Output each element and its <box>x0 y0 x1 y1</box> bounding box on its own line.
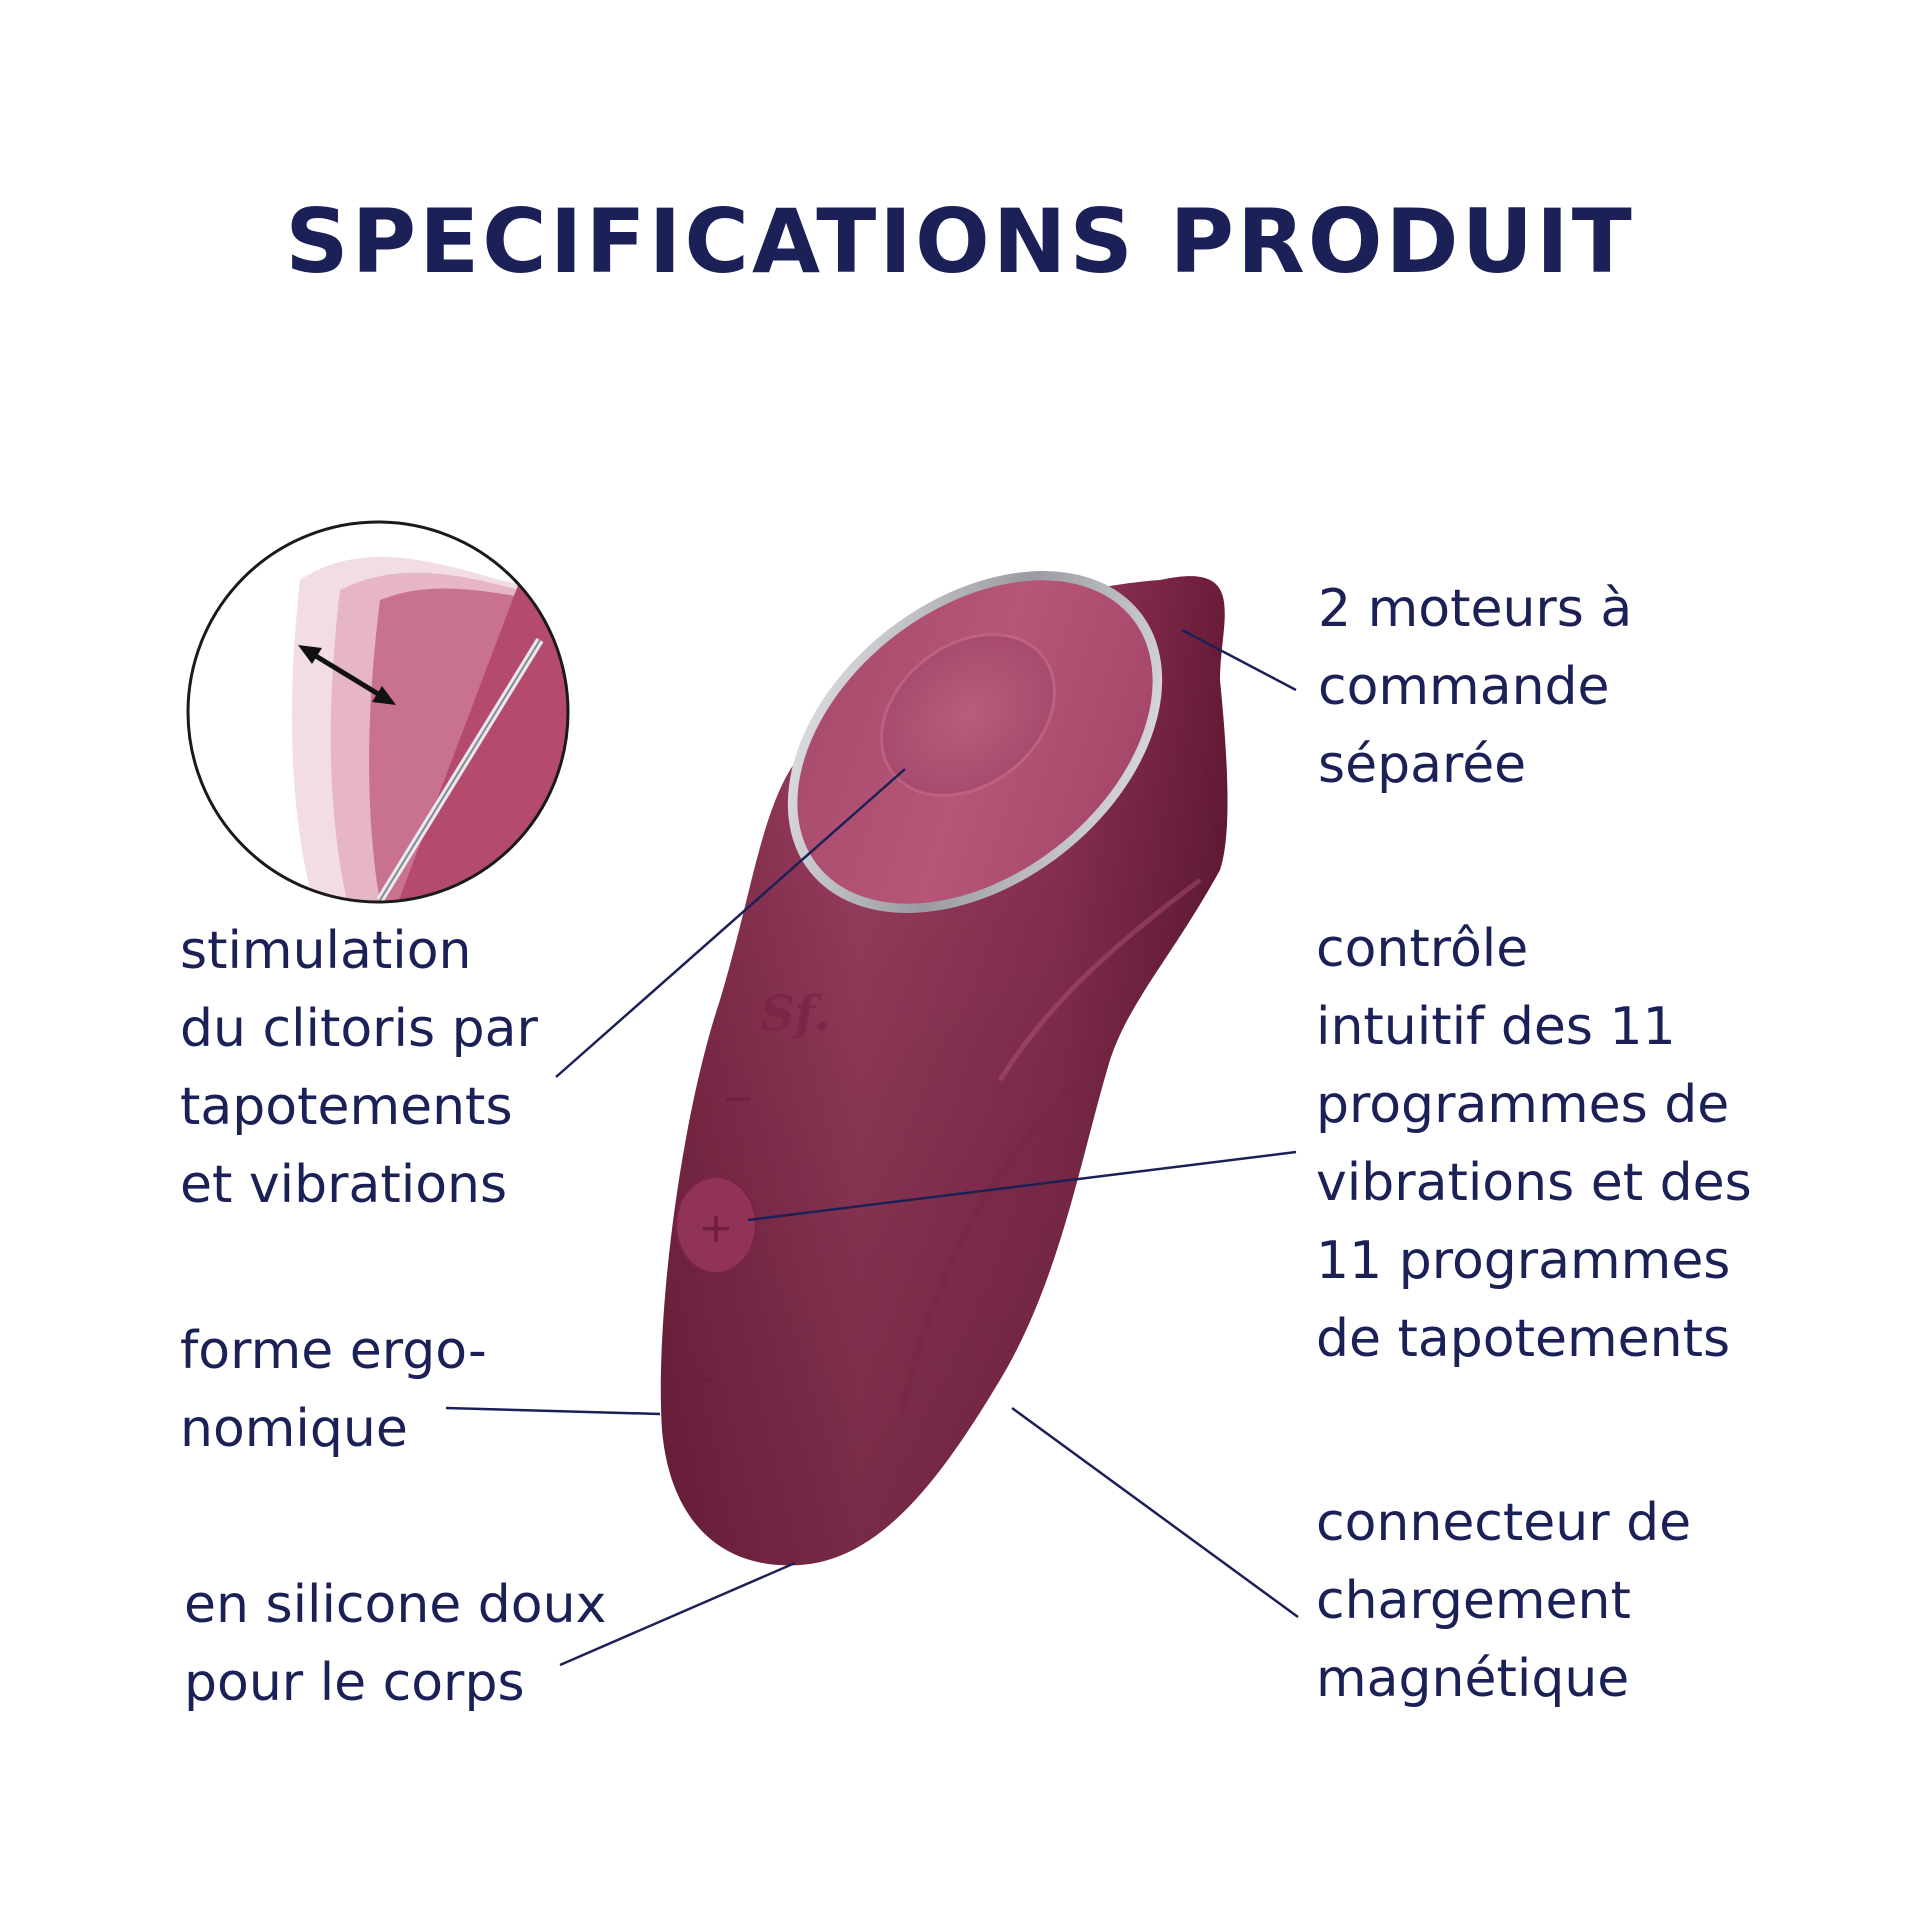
page-title: SPECIFICATIONS PRODUIT <box>285 190 1635 293</box>
label-stimulation-line: du clitoris par <box>180 999 538 1059</box>
label-charging-line: connecteur de <box>1316 1493 1692 1553</box>
label-control-line: de tapotements <box>1316 1309 1731 1369</box>
label-stimulation-line: et vibrations <box>180 1155 508 1215</box>
label-control-line: vibrations et des <box>1316 1153 1752 1213</box>
label-stimulation: stimulation du clitoris par tapotements … <box>180 912 538 1224</box>
label-control: contrôle intuitif des 11 programmes de v… <box>1316 910 1752 1378</box>
label-charging-line: chargement <box>1316 1571 1631 1631</box>
detail-circle <box>186 520 570 904</box>
brand-logo: Sf. <box>760 986 830 1042</box>
label-control-line: 11 programmes <box>1316 1231 1731 1291</box>
label-stimulation-line: stimulation <box>180 921 472 981</box>
label-shape-line: nomique <box>180 1399 408 1459</box>
label-charging: connecteur de chargement magnétique <box>1316 1484 1691 1718</box>
label-shape-line: forme ergo- <box>180 1321 487 1381</box>
label-silicone-line: en silicone doux <box>184 1575 607 1635</box>
leader-line-motors <box>1181 628 1297 692</box>
plus-button[interactable]: + <box>675 1176 757 1274</box>
leader-line-control <box>747 1150 1297 1222</box>
label-control-line: contrôle <box>1316 919 1529 979</box>
label-control-line: programmes de <box>1316 1075 1730 1135</box>
label-motors-line: commande <box>1318 657 1610 717</box>
leader-line-shape <box>445 1406 661 1416</box>
label-stimulation-line: tapotements <box>180 1077 513 1137</box>
leader-lines <box>445 628 1299 1667</box>
minus-button[interactable]: − <box>721 1076 755 1122</box>
label-shape: forme ergo- nomique <box>180 1312 487 1468</box>
leader-line-silicone <box>559 1561 796 1667</box>
label-control-line: intuitif des 11 <box>1316 997 1676 1057</box>
plus-button-label: + <box>698 1203 733 1252</box>
label-silicone: en silicone doux pour le corps <box>184 1566 606 1722</box>
label-silicone-line: pour le corps <box>184 1653 525 1713</box>
double-arrow-icon <box>298 645 396 705</box>
head-ring <box>787 571 1163 913</box>
leader-line-charging <box>1011 1406 1299 1619</box>
label-motors-line: séparée <box>1318 735 1527 795</box>
label-motors: 2 moteurs à commande séparée <box>1318 570 1632 804</box>
label-motors-line: 2 moteurs à <box>1318 579 1633 639</box>
label-charging-line: magnétique <box>1316 1649 1630 1709</box>
leader-line-stimulation <box>555 768 906 1078</box>
